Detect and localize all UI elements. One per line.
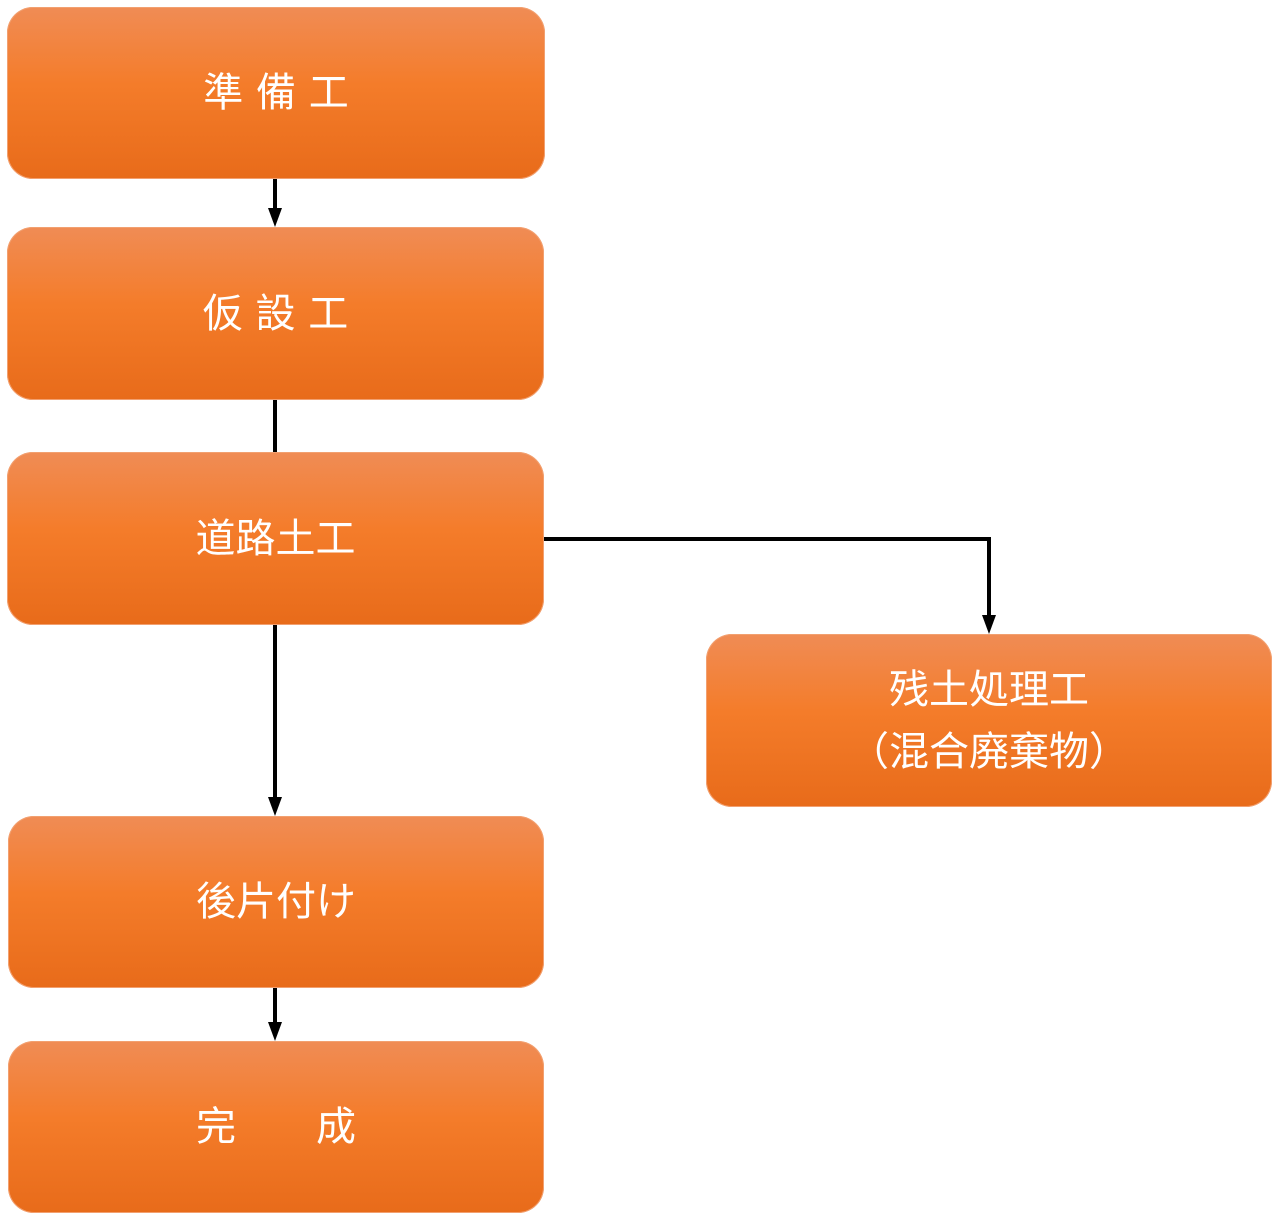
- step-road-earthwork: 道路土工: [7, 452, 544, 625]
- step-label: 準 備 工: [203, 70, 349, 116]
- step-cleanup: 後片付け: [8, 816, 544, 988]
- step-label: 道路土工: [195, 515, 356, 562]
- arrowhead: [268, 797, 282, 816]
- step-label: 後片付け: [196, 879, 356, 925]
- branch-label-line1: 残土処理工: [889, 666, 1089, 713]
- step-temporary-works: 仮 設 工: [7, 227, 544, 400]
- step-label: 完 成: [196, 1104, 356, 1150]
- step-surplus-soil: 残土処理工 （混合廃棄物）: [706, 634, 1272, 807]
- arrow-road-to-soil: [544, 537, 991, 615]
- arrowhead: [268, 208, 282, 227]
- step-preparation: 準 備 工: [7, 7, 545, 179]
- branch-label-line2: （混合廃棄物）: [849, 728, 1129, 775]
- arrowhead: [268, 1022, 282, 1041]
- step-complete: 完 成: [8, 1041, 544, 1213]
- arrowhead: [982, 615, 996, 634]
- step-label: 仮 設 工: [202, 290, 349, 337]
